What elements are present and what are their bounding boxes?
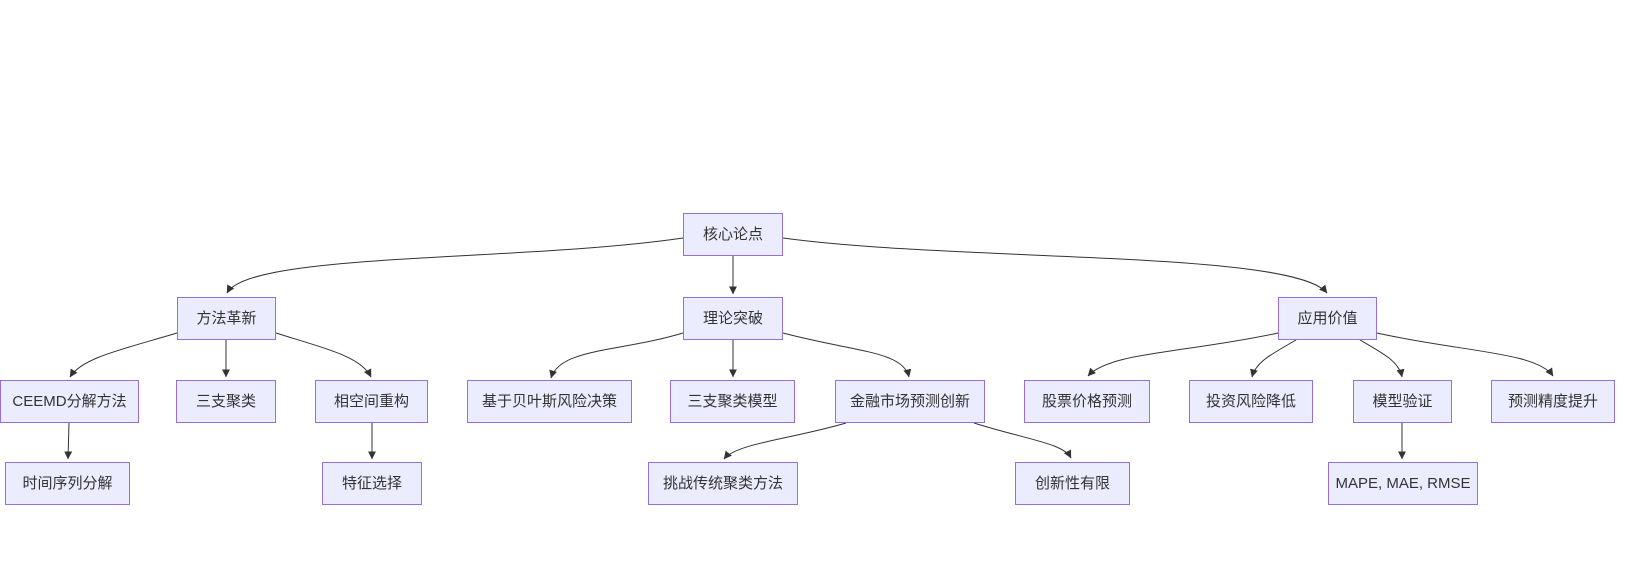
edge-method-to-ceemd (69, 332, 178, 378)
node-model-validation: 模型验证 (1353, 380, 1452, 423)
node-stock-price-prediction: 股票价格预测 (1024, 380, 1150, 423)
node-feature-selection: 特征选择 (322, 462, 422, 505)
node-prediction-accuracy-improvement: 预测精度提升 (1491, 380, 1615, 423)
edge-core-to-application (782, 237, 1328, 294)
node-core-thesis: 核心论点 (683, 213, 783, 256)
edge-core-to-method (226, 237, 684, 294)
node-time-series-decomposition: 时间序列分解 (5, 462, 130, 505)
node-application-value: 应用价值 (1278, 297, 1377, 340)
node-three-way-clustering-model: 三支聚类模型 (670, 380, 795, 423)
node-investment-risk-reduction: 投资风险降低 (1189, 380, 1313, 423)
edge-finance-to-limited (973, 422, 1072, 459)
edge-application-to-risk (1250, 339, 1297, 378)
edge-application-to-stock (1087, 332, 1279, 377)
node-phase-space-reconstruction: 相空间重构 (315, 380, 428, 423)
edge-theory-to-bayes (549, 332, 684, 379)
edge-application-to-precision (1376, 332, 1554, 377)
edge-application-to-validation (1359, 339, 1405, 378)
node-mape-mae-rmse: MAPE, MAE, RMSE (1328, 462, 1478, 505)
node-method-innovation: 方法革新 (177, 297, 276, 340)
node-limited-innovation: 创新性有限 (1015, 462, 1130, 505)
node-challenge-traditional-clustering: 挑战传统聚类方法 (648, 462, 798, 505)
node-bayesian-risk-decision: 基于贝叶斯风险决策 (467, 380, 632, 423)
node-financial-market-prediction-innovation: 金融市场预测创新 (835, 380, 985, 423)
edge-ceemd-to-tsdecomp (64, 422, 73, 460)
node-theory-breakthrough: 理论突破 (683, 297, 783, 340)
edge-method-to-phase (275, 332, 372, 378)
node-three-way-clustering: 三支聚类 (176, 380, 276, 423)
edge-finance-to-challenge (723, 422, 847, 460)
edge-theory-to-finance (782, 332, 912, 378)
node-ceemd-decomposition: CEEMD分解方法 (0, 380, 139, 423)
